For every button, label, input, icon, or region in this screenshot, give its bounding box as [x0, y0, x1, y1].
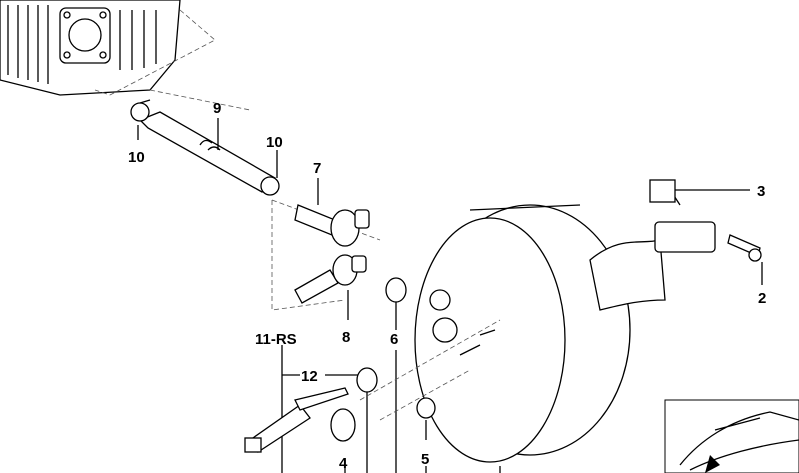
vacuum-sensor: [244, 387, 349, 453]
vehicle-location-inset: [664, 399, 799, 473]
intake-manifold: [0, 0, 251, 111]
callout-5: 5: [421, 451, 429, 468]
callout-2: 2: [758, 290, 766, 307]
brake-booster: [414, 204, 716, 473]
callout-6: 6: [390, 331, 398, 348]
o-ring-4: [330, 408, 356, 442]
nut-5: [416, 397, 436, 419]
callout-8: 8: [342, 329, 350, 346]
pin-2: [727, 234, 762, 262]
callout-11-rs: 11-RS: [255, 331, 297, 348]
callout-9: 9: [213, 100, 221, 117]
clip-3: [649, 179, 676, 203]
callout-4: 4: [339, 455, 348, 472]
o-ring-12: [356, 367, 378, 393]
check-valve-8: [294, 254, 367, 304]
callout-12: 12: [301, 368, 318, 385]
callout-10: 10: [266, 134, 283, 151]
check-valve-7: [294, 204, 370, 247]
callout-7: 7: [313, 160, 321, 177]
grommet: [385, 277, 407, 303]
vacuum-hose: [130, 102, 280, 196]
callout-10: 10: [128, 149, 145, 166]
callout-3: 3: [757, 183, 765, 200]
